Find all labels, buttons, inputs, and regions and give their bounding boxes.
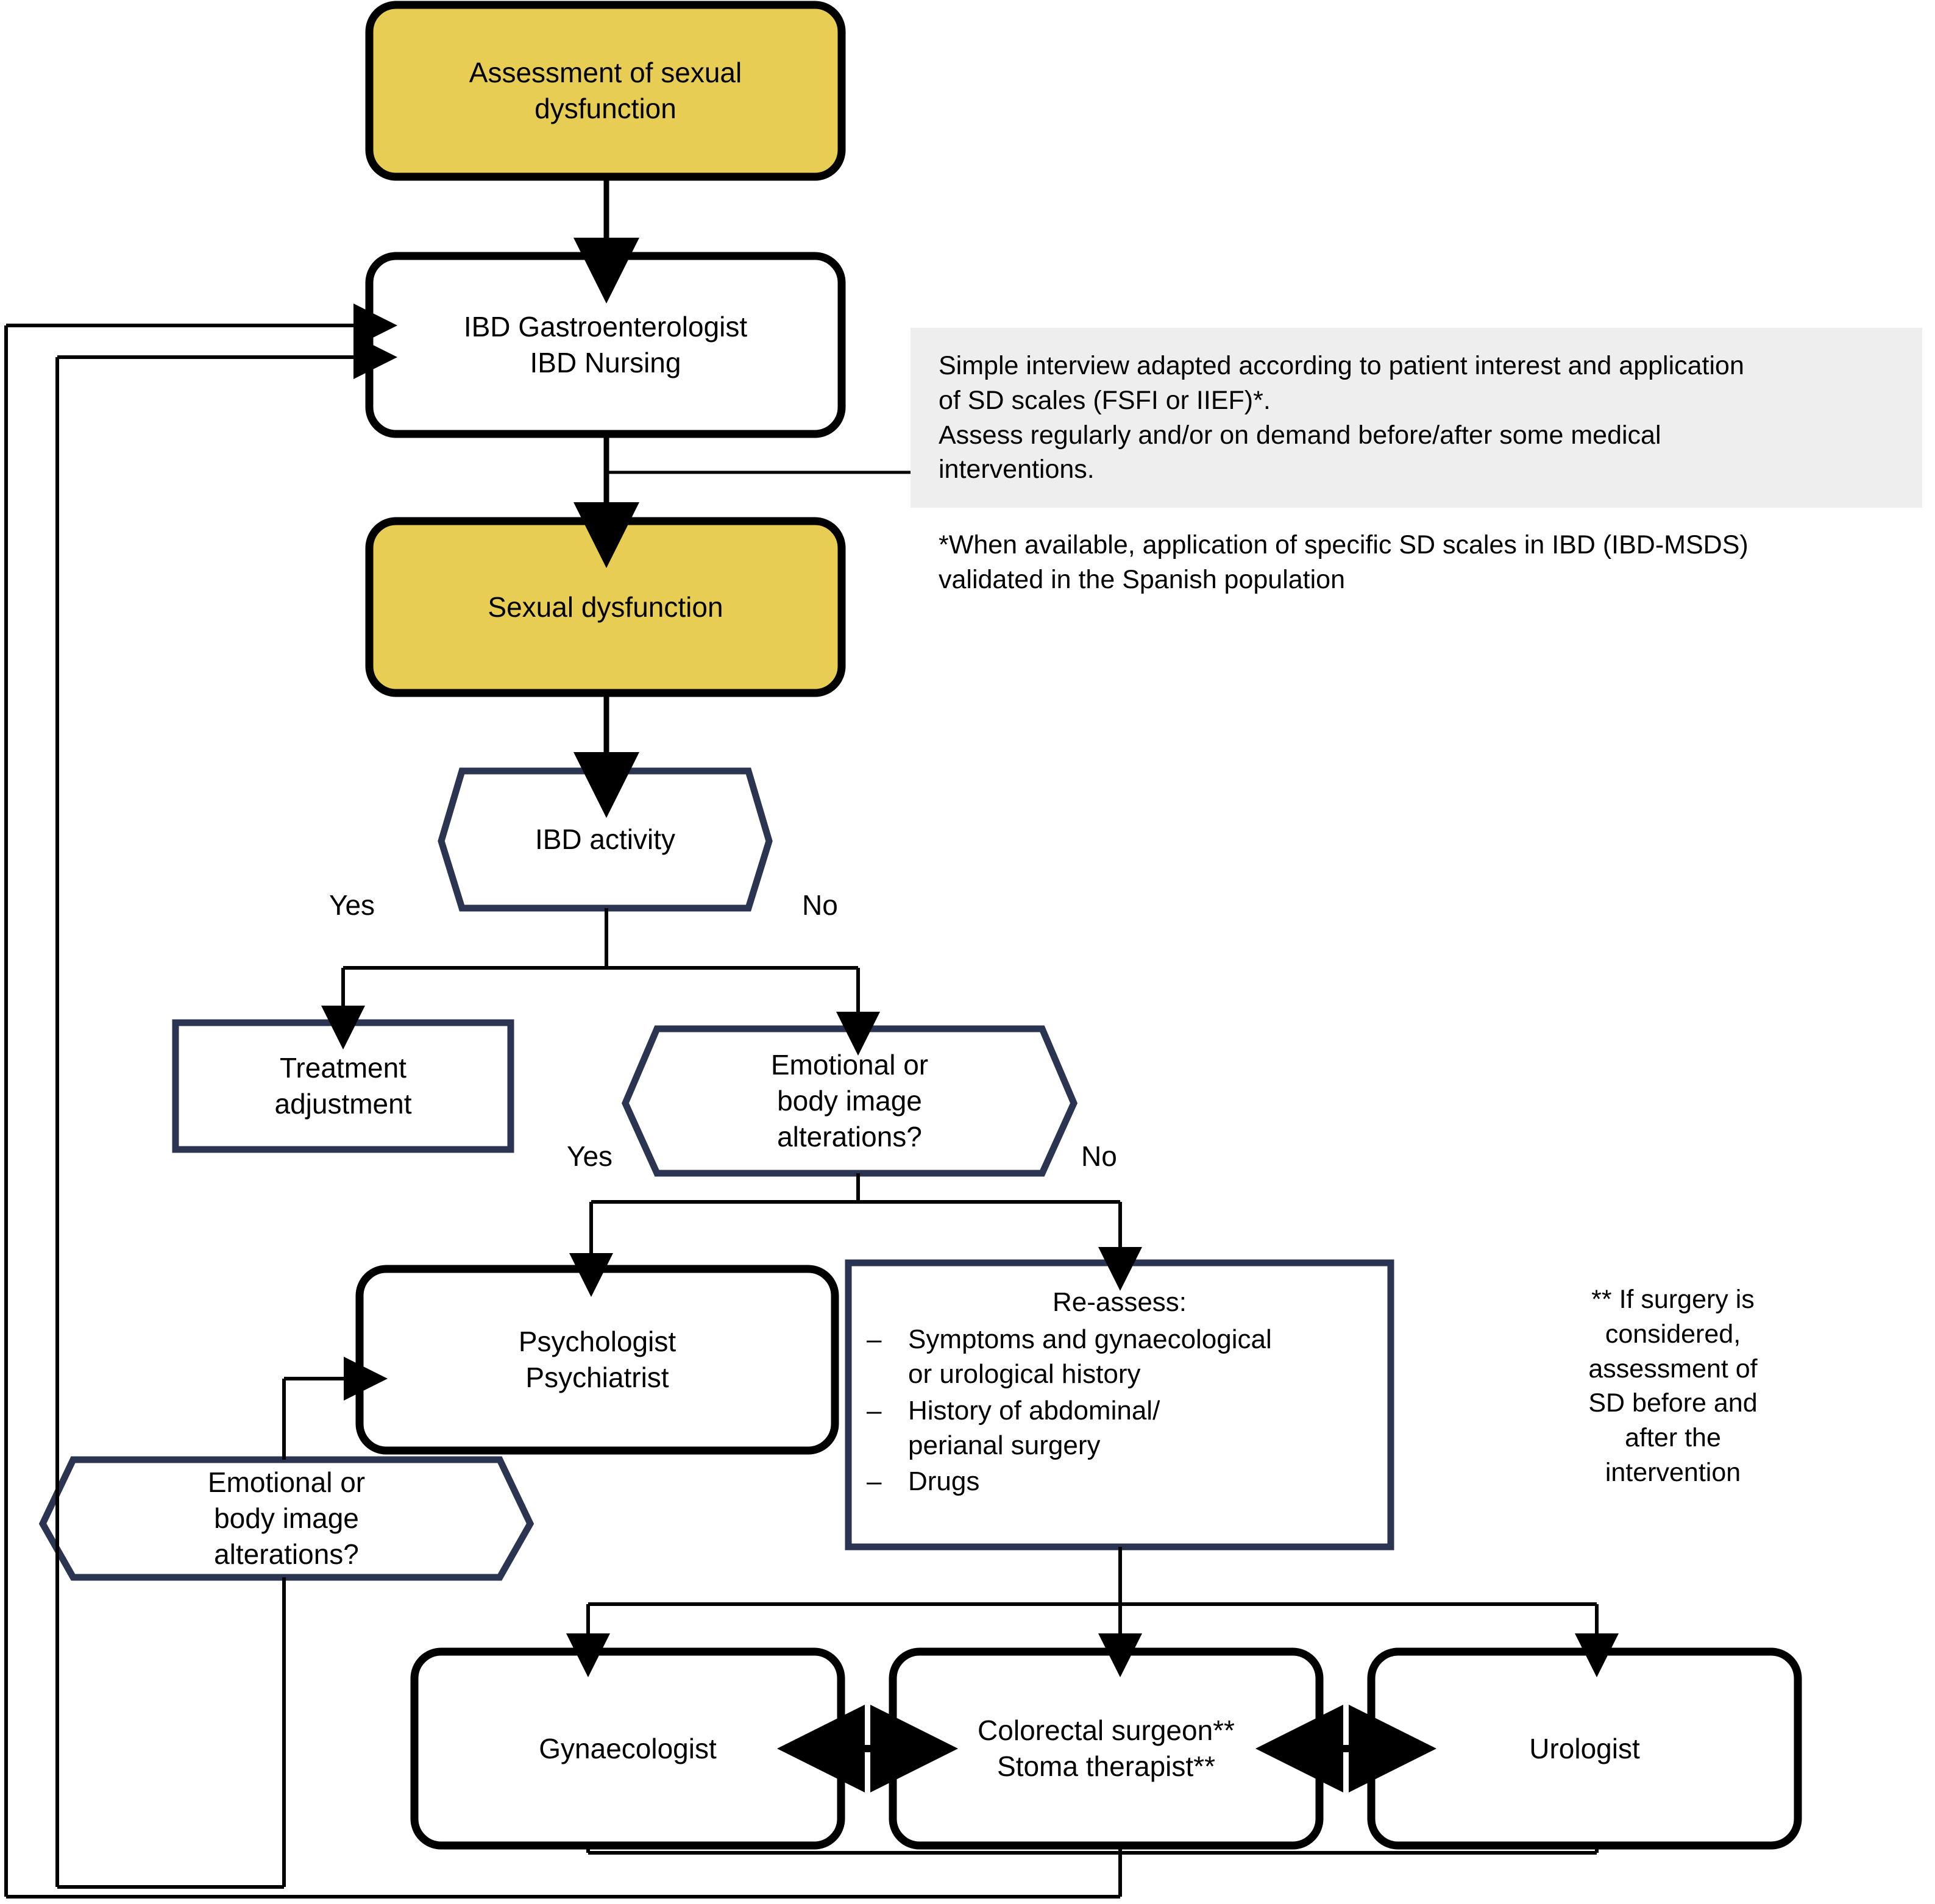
reassess-item-2-line2: perianal surgery	[908, 1430, 1101, 1460]
note-interview-line4: interventions.	[939, 455, 1095, 485]
note-footnote-star-line2: validated in the Spanish population	[939, 564, 1346, 594]
node-reassess-list: – Symptoms and gynaecological or urologi…	[856, 1322, 1383, 1499]
node-colorectal-stoma	[889, 1647, 1324, 1850]
list-item: – Symptoms and gynaecological or urologi…	[856, 1322, 1383, 1391]
note-interview-line3: Assess regularly and/or on demand before…	[939, 420, 1661, 450]
note-footnote-dstar-line3: assessment of	[1588, 1354, 1758, 1384]
list-item: – History of abdominal/ perianal surgery	[856, 1393, 1383, 1463]
node-emotional-alterations-1	[621, 1025, 1078, 1177]
note-footnote-dstar-line6: intervention	[1605, 1457, 1741, 1487]
note-interview-background	[911, 328, 1922, 508]
note-footnote-star-line1: *When available, application of specific…	[939, 530, 1749, 559]
node-psychologist-psychiatrist	[355, 1265, 839, 1455]
note-interview: Simple interview adapted according to pa…	[939, 349, 1914, 487]
edge-label-emotional-yes: Yes	[567, 1140, 613, 1172]
note-footnote-dstar-line1: ** If surgery is	[1591, 1285, 1755, 1314]
note-interview-line1: Simple interview adapted according to pa…	[939, 351, 1744, 380]
node-sexual-dysfunction	[365, 517, 846, 697]
node-treatment-adjustment	[172, 1019, 514, 1153]
node-reassess	[845, 1259, 1394, 1551]
node-urologist	[1367, 1647, 1802, 1850]
note-footnote-dstar-line5: after the	[1625, 1423, 1721, 1452]
node-gynaecologist	[410, 1647, 845, 1850]
edge-label-emotional-no: No	[1081, 1140, 1117, 1172]
note-footnote-dstar-line2: considered,	[1605, 1319, 1741, 1349]
reassess-item-2-line1: History of abdominal/	[908, 1395, 1160, 1426]
reassess-dash-2: –	[867, 1395, 882, 1426]
node-reassess-title: Re-assess:	[1052, 1287, 1187, 1317]
note-footnote-double-star: ** If surgery is considered, assessment …	[1463, 1282, 1883, 1490]
note-footnote-star: *When available, application of specific…	[939, 528, 1926, 597]
note-footnote-dstar-line4: SD before and	[1588, 1388, 1758, 1418]
reassess-dash-1: –	[867, 1324, 882, 1355]
node-assessment	[365, 1, 846, 181]
reassess-item-1-line2: or urological history	[908, 1359, 1141, 1390]
reassess-dash-3: –	[867, 1466, 882, 1496]
edge-label-ibd-activity-no: No	[802, 889, 838, 921]
note-interview-line2: of SD scales (FSFI or IIEF)*.	[939, 385, 1271, 415]
reassess-item-1-line1: Symptoms and gynaecological	[908, 1324, 1272, 1355]
node-gastroenterologist	[365, 252, 846, 438]
edge-label-ibd-activity-yes: Yes	[329, 889, 375, 921]
reassess-item-3-line1: Drugs	[908, 1466, 980, 1496]
node-emotional-alterations-2	[38, 1456, 534, 1581]
node-ibd-activity	[438, 767, 773, 912]
list-item: – Drugs	[856, 1464, 1383, 1499]
node-reassess-content: Re-assess: – Symptoms and gynaecological…	[856, 1285, 1383, 1500]
